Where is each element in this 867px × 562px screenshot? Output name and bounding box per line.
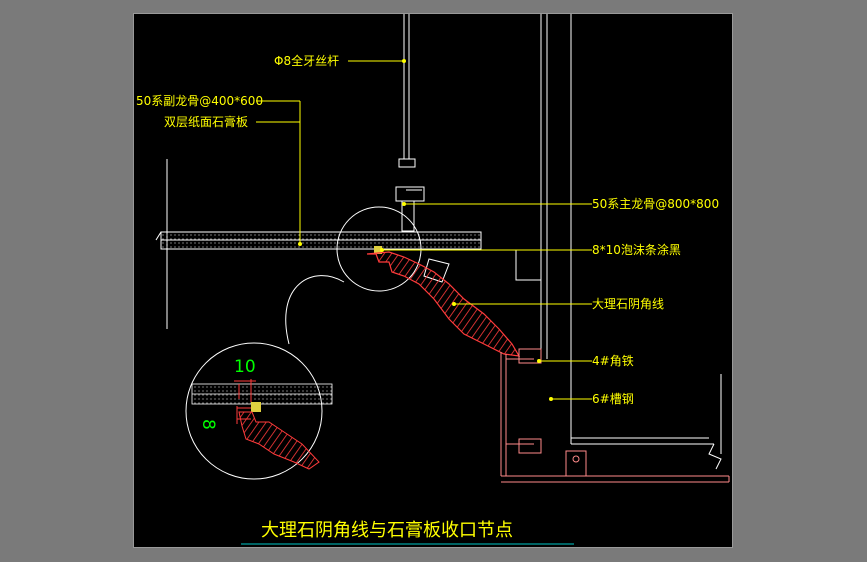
leader-arrows <box>298 59 553 401</box>
detail-circle <box>185 342 333 480</box>
title-block: 大理石阴角线与石膏板收口节点 <box>241 519 574 545</box>
hanger-rod <box>395 14 425 232</box>
label-foam: 8*10泡沫条涂黑 <box>592 242 681 257</box>
callout-circle-small <box>336 206 422 292</box>
label-channel-steel: 6#槽钢 <box>592 392 634 406</box>
label-main-keel: 50系主龙骨@800*800 <box>592 197 719 211</box>
steel-frame <box>500 348 730 483</box>
gypsum-board <box>155 231 482 250</box>
label-group: Φ8全牙丝杆 50系副龙骨@400*600 双层纸面石膏板 50系主龙骨@800… <box>136 53 719 406</box>
label-rod: Φ8全牙丝杆 <box>274 53 339 68</box>
dimension-vertical: 8 <box>198 419 218 430</box>
foam-strip <box>374 246 382 254</box>
wall-structure <box>540 14 722 470</box>
end-bracket <box>423 249 542 283</box>
cad-drawing: Φ8全牙丝杆 50系副龙骨@400*600 双层纸面石膏板 50系主龙骨@800… <box>136 14 730 545</box>
drawing-title: 大理石阴角线与石膏板收口节点 <box>261 519 513 541</box>
label-marble: 大理石阴角线 <box>592 297 664 311</box>
dimension-horizontal: 10 <box>234 357 256 377</box>
dimension-group: 10 8 <box>198 357 256 430</box>
label-angle-iron: 4#角铁 <box>592 354 634 368</box>
label-sub-keel: 50系副龙骨@400*600 <box>136 94 263 108</box>
callout-connector <box>285 275 345 345</box>
label-gypsum: 双层纸面石膏板 <box>164 114 248 129</box>
marble-moulding <box>366 251 521 357</box>
drawing-canvas: Φ8全牙丝杆 50系副龙骨@400*600 双层纸面石膏板 50系主龙骨@800… <box>133 13 733 548</box>
leader-lines <box>256 60 592 400</box>
